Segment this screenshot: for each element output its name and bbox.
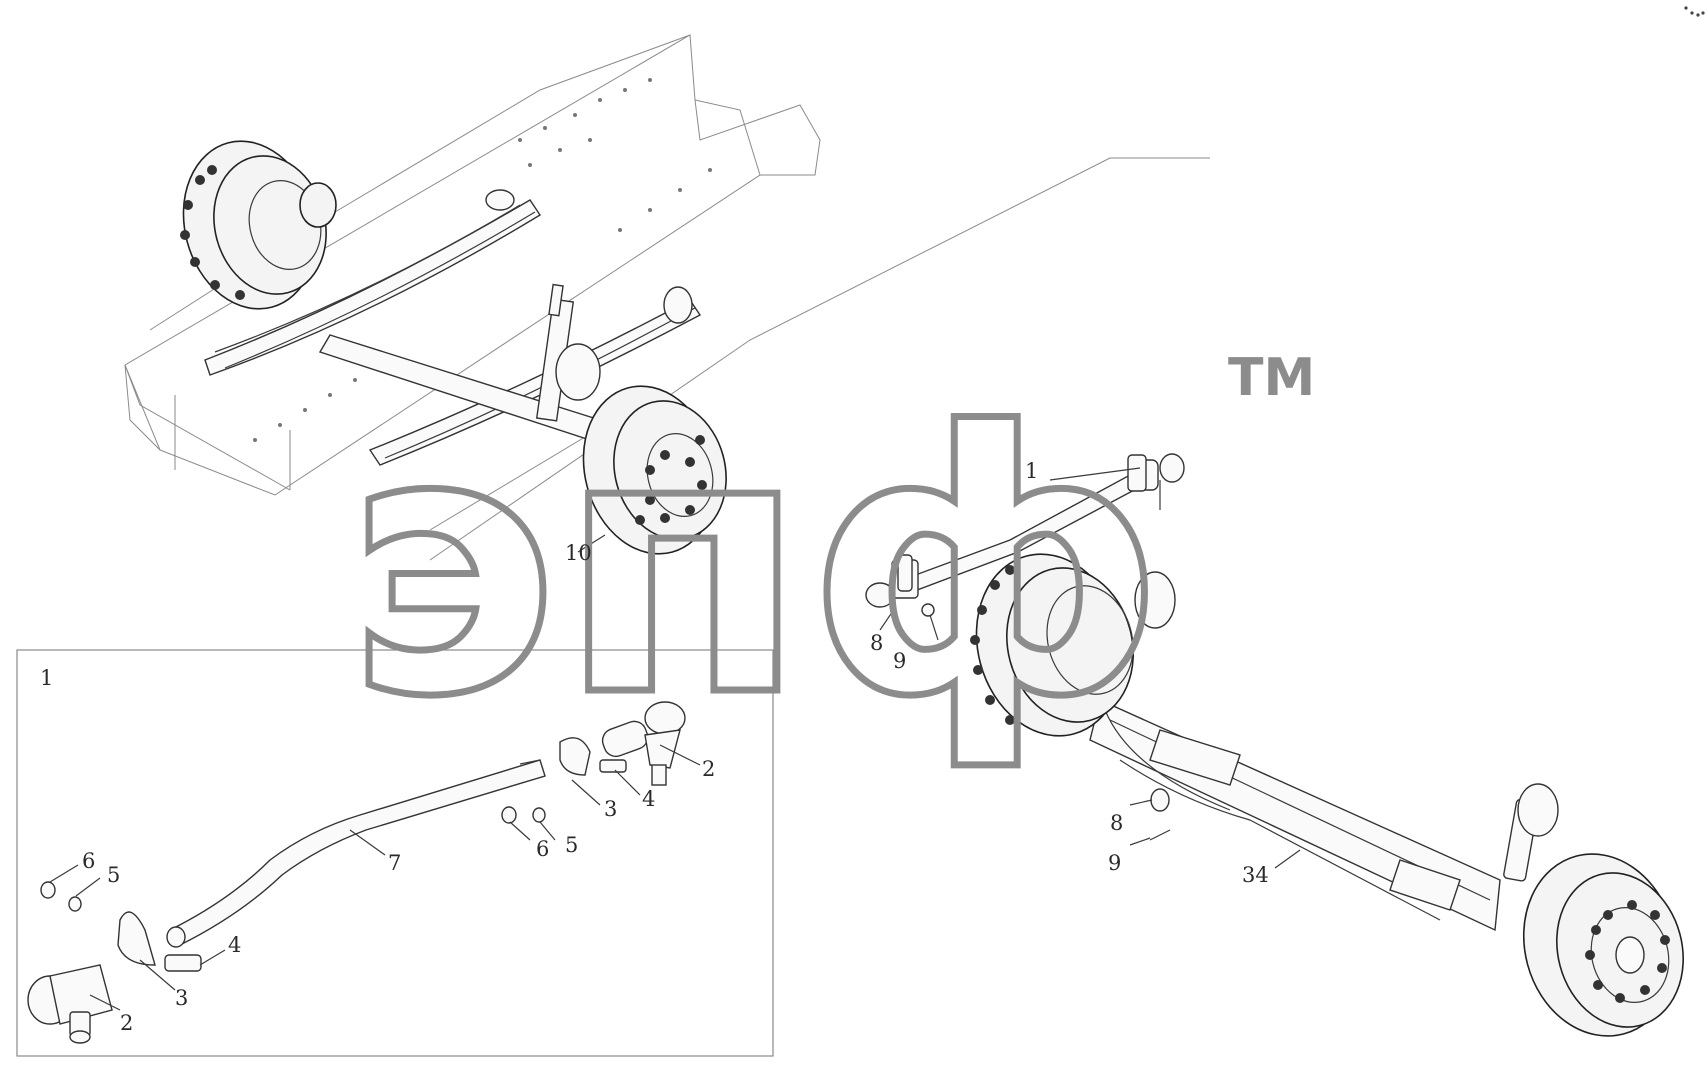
callout-3: 3 <box>604 797 617 821</box>
callout-9: 9 <box>1108 851 1121 875</box>
watermark: эпф TM <box>342 348 1316 779</box>
callout-5: 5 <box>565 833 578 857</box>
callout-3: 3 <box>175 986 188 1010</box>
chassis-frame-drawing <box>124 34 1210 561</box>
callouts-inset: 1 2 4 3 5 6 7 6 5 4 3 2 <box>40 666 715 1035</box>
callout-10: 10 <box>565 541 592 565</box>
watermark-tm: TM <box>1228 348 1315 408</box>
callout-4: 4 <box>228 933 241 957</box>
callout-8: 8 <box>1110 811 1123 835</box>
inset-panel <box>16 649 774 1057</box>
corner-dots-icon <box>1684 6 1705 17</box>
callout-2: 2 <box>702 757 715 781</box>
steer-axle-drawing <box>577 453 1684 1037</box>
callout-1: 1 <box>1025 459 1038 483</box>
callouts-top: 10 <box>565 541 592 565</box>
callout-7: 7 <box>388 851 401 875</box>
callout-2: 2 <box>120 1011 133 1035</box>
callout-6: 6 <box>536 837 549 861</box>
inset-title: 1 <box>40 666 53 690</box>
callouts-right: 1 8 9 8 9 34 <box>870 459 1269 887</box>
callout-34: 34 <box>1242 863 1269 887</box>
watermark-text: эпф <box>345 356 1164 775</box>
callout-6: 6 <box>82 849 95 873</box>
callout-9: 9 <box>893 649 906 673</box>
callout-8: 8 <box>870 631 883 655</box>
callout-4: 4 <box>642 787 655 811</box>
callout-5: 5 <box>107 863 120 887</box>
